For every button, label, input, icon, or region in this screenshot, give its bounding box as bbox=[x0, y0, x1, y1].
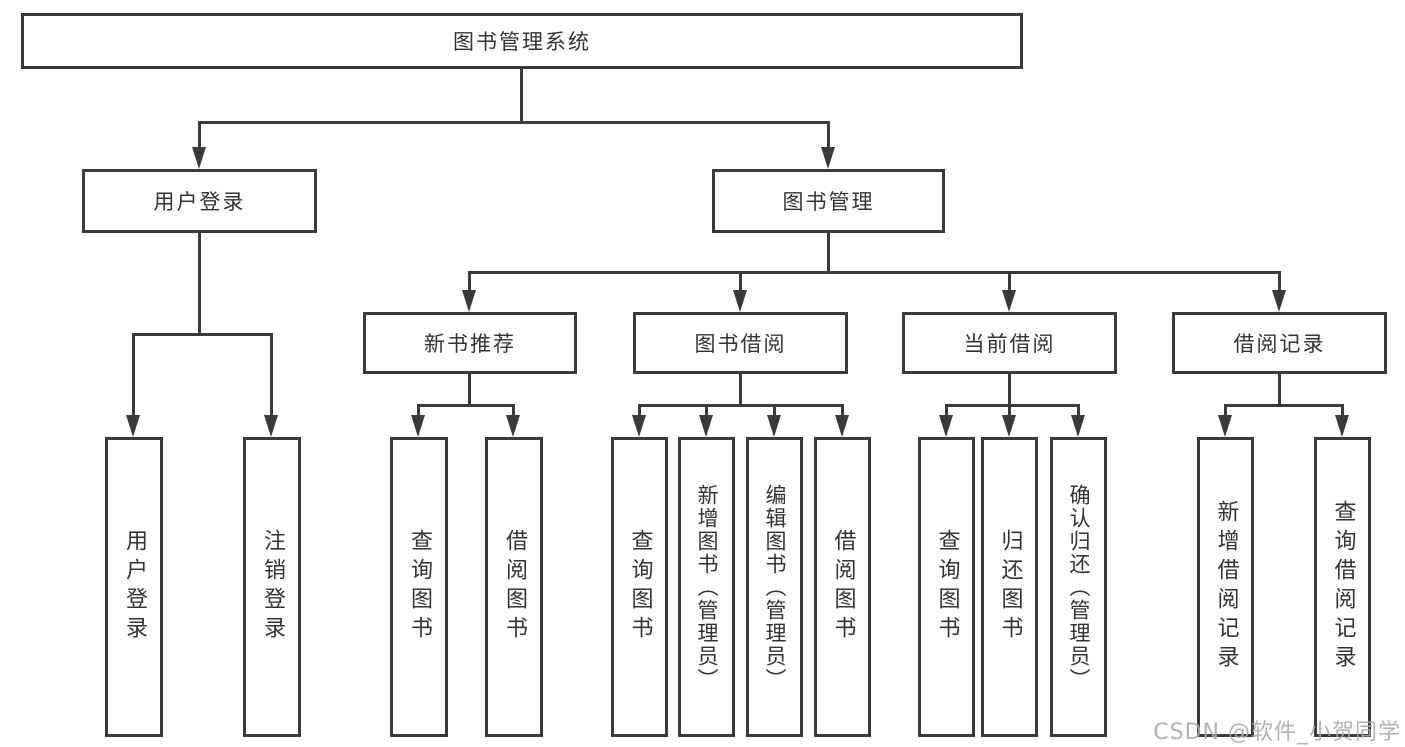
leaf-record-query-record-label: 查询借阅记录 bbox=[1330, 500, 1356, 674]
leaf-borrow-edit-book-admin: 编辑图书（管理员） bbox=[746, 437, 803, 737]
leaf-current-query-book-label: 查询图书 bbox=[934, 529, 960, 645]
connector-currentborrow-split bbox=[945, 404, 1080, 407]
leaf-current-return-book-label: 归还图书 bbox=[997, 529, 1023, 645]
connector-borrowrecord-drop-1 bbox=[1224, 404, 1227, 417]
connector-root-stem bbox=[520, 69, 523, 124]
arrow-down-leaf-user-login-icon bbox=[126, 415, 140, 437]
leaf-record-add-record: 新增借阅记录 bbox=[1197, 437, 1254, 737]
connector-root-split bbox=[198, 121, 830, 124]
connector-root-left-drop bbox=[198, 121, 201, 149]
leaf-logout: 注销登录 bbox=[243, 437, 301, 737]
connector-bookborrow-stem bbox=[739, 374, 742, 407]
arrow-down-cb-return-icon bbox=[1002, 415, 1016, 437]
node-current-borrow-label: 当前借阅 bbox=[963, 332, 1056, 356]
connector-userlogin-drop-1 bbox=[132, 333, 135, 417]
node-root-label: 图书管理系统 bbox=[453, 30, 591, 54]
connector-bookmgmt-drop-4 bbox=[1278, 271, 1281, 292]
leaf-newbook-query-book: 查询图书 bbox=[390, 437, 448, 737]
arrow-down-book-borrow-icon bbox=[733, 290, 747, 312]
node-borrow-record: 借阅记录 bbox=[1172, 312, 1387, 374]
leaf-record-add-record-label: 新增借阅记录 bbox=[1213, 500, 1239, 674]
connector-bookborrow-drop-1 bbox=[638, 404, 641, 417]
arrow-down-borrow-record-icon bbox=[1272, 290, 1286, 312]
leaf-newbook-borrow-book: 借阅图书 bbox=[485, 437, 543, 737]
connector-bookborrow-drop-3 bbox=[773, 404, 776, 417]
connector-newbook-drop-1 bbox=[417, 404, 420, 417]
connector-bookmgmt-drop-1 bbox=[468, 271, 471, 292]
leaf-newbook-query-book-label: 查询图书 bbox=[407, 529, 432, 645]
leaf-borrow-edit-book-admin-label: 编辑图书（管理员） bbox=[763, 483, 787, 691]
leaf-logout-label: 注销登录 bbox=[260, 529, 285, 645]
arrow-down-new-book-recommend-icon bbox=[462, 290, 476, 312]
connector-borrowrecord-drop-2 bbox=[1341, 404, 1344, 417]
connector-userlogin-stem bbox=[198, 233, 201, 336]
connector-bookmgmt-stem bbox=[827, 233, 830, 274]
leaf-newbook-borrow-book-label: 借阅图书 bbox=[502, 529, 527, 645]
leaf-current-return-book: 归还图书 bbox=[981, 437, 1038, 737]
leaf-borrow-add-book-admin: 新增图书（管理员） bbox=[678, 437, 735, 737]
connector-newbook-stem bbox=[468, 374, 471, 407]
arrow-down-cb-confirm-icon bbox=[1071, 415, 1085, 437]
arrow-down-br-add-icon bbox=[1218, 415, 1232, 437]
leaf-current-confirm-return-admin: 确认归还（管理员） bbox=[1050, 437, 1107, 737]
arrow-down-bb-query-icon bbox=[632, 415, 646, 437]
arrow-down-br-query-icon bbox=[1335, 415, 1349, 437]
leaf-borrow-query-book-label: 查询图书 bbox=[627, 529, 653, 645]
arrow-down-bb-borrow-icon bbox=[835, 415, 849, 437]
leaf-user-login: 用户登录 bbox=[105, 437, 163, 737]
arrow-down-cb-query-icon bbox=[939, 415, 953, 437]
leaf-user-login-label: 用户登录 bbox=[122, 529, 147, 645]
connector-userlogin-drop-2 bbox=[270, 333, 273, 417]
node-root-system: 图书管理系统 bbox=[21, 13, 1023, 69]
arrow-down-nb-borrow-icon bbox=[506, 415, 520, 437]
connector-currentborrow-drop-2 bbox=[1008, 404, 1011, 417]
node-new-book-recommend: 新书推荐 bbox=[363, 312, 577, 374]
connector-currentborrow-stem bbox=[1008, 374, 1011, 407]
node-new-book-recommend-label: 新书推荐 bbox=[424, 332, 516, 356]
node-user-login: 用户登录 bbox=[82, 169, 317, 233]
connector-bookmgmt-drop-3 bbox=[1008, 271, 1011, 292]
arrow-down-user-login-icon bbox=[192, 147, 206, 169]
connector-newbook-drop-2 bbox=[512, 404, 515, 417]
connector-borrowrecord-split bbox=[1224, 404, 1344, 407]
connector-bookmgmt-drop-2 bbox=[739, 271, 742, 292]
leaf-borrow-borrow-book-label: 借阅图书 bbox=[830, 529, 856, 645]
connector-userlogin-split bbox=[132, 333, 273, 336]
arrow-down-book-management-icon bbox=[821, 147, 835, 169]
node-borrow-record-label: 借阅记录 bbox=[1233, 332, 1326, 356]
arrow-down-bb-add-icon bbox=[699, 415, 713, 437]
leaf-borrow-add-book-admin-label: 新增图书（管理员） bbox=[695, 483, 719, 691]
connector-borrowrecord-stem bbox=[1278, 374, 1281, 407]
arrow-down-nb-query-icon bbox=[411, 415, 425, 437]
node-book-management: 图书管理 bbox=[712, 169, 945, 233]
leaf-current-confirm-return-admin-label: 确认归还（管理员） bbox=[1067, 483, 1091, 691]
connector-currentborrow-drop-1 bbox=[945, 404, 948, 417]
node-current-borrow: 当前借阅 bbox=[902, 312, 1117, 374]
node-book-borrow-label: 图书借阅 bbox=[694, 332, 787, 356]
node-book-management-label: 图书管理 bbox=[782, 190, 875, 214]
connector-bookborrow-drop-4 bbox=[841, 404, 844, 417]
leaf-current-query-book: 查询图书 bbox=[918, 437, 975, 737]
node-user-login-label: 用户登录 bbox=[153, 190, 246, 214]
arrow-down-leaf-logout-icon bbox=[264, 415, 278, 437]
csdn-watermark: CSDN @软件_小贺同学 bbox=[1153, 720, 1401, 745]
connector-bookmgmt-split bbox=[468, 271, 1280, 274]
leaf-borrow-borrow-book: 借阅图书 bbox=[814, 437, 871, 737]
connector-bookborrow-split bbox=[638, 404, 844, 407]
connector-root-right-drop bbox=[827, 121, 830, 149]
connector-bookborrow-drop-2 bbox=[705, 404, 708, 417]
arrow-down-current-borrow-icon bbox=[1002, 290, 1016, 312]
leaf-borrow-query-book: 查询图书 bbox=[611, 437, 668, 737]
arrow-down-bb-edit-icon bbox=[767, 415, 781, 437]
connector-newbook-split bbox=[417, 404, 515, 407]
node-book-borrow: 图书借阅 bbox=[633, 312, 848, 374]
leaf-record-query-record: 查询借阅记录 bbox=[1314, 437, 1371, 737]
connector-currentborrow-drop-3 bbox=[1077, 404, 1080, 417]
